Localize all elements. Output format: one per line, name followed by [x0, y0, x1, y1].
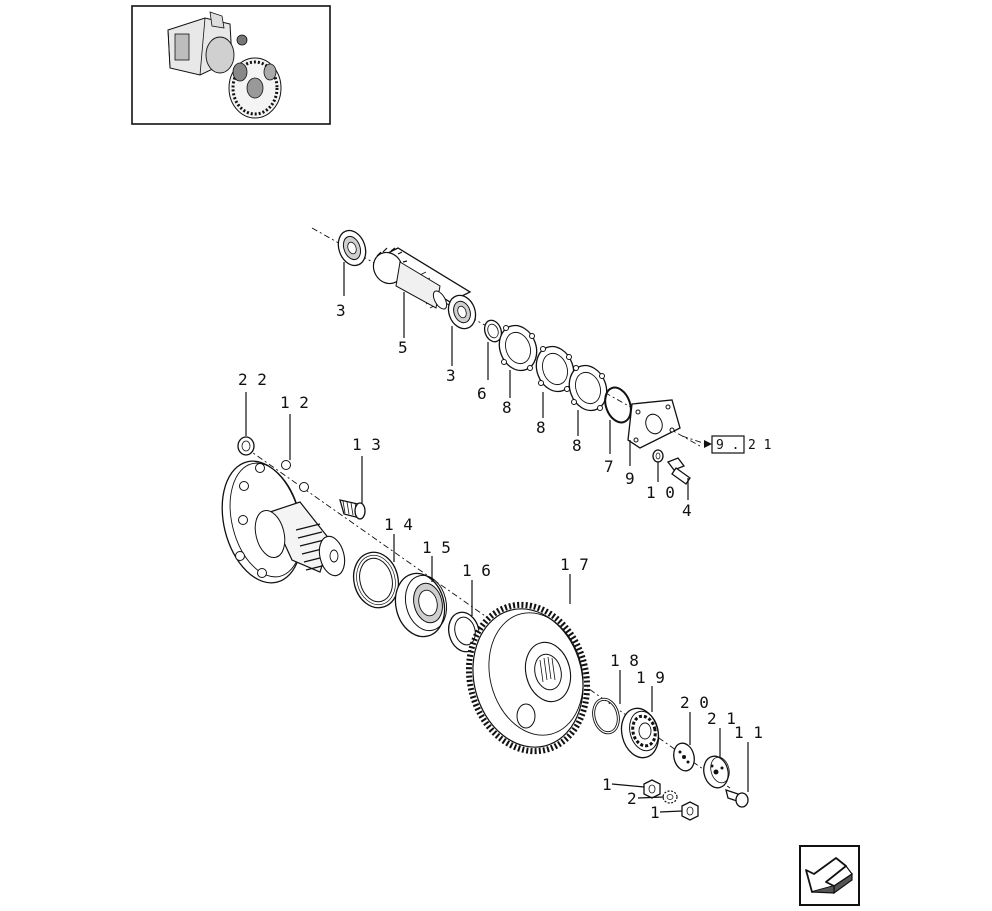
callout-8-b: 8 [536, 418, 546, 437]
reference-9-21[interactable]: 9 . 2 1 [681, 435, 771, 454]
callout-3-left: 3 [336, 301, 346, 320]
callout-4: 4 [682, 501, 692, 520]
part-1-nut-upper [643, 779, 661, 799]
assembly-thumbnail-icon[interactable] [131, 5, 331, 125]
callout-16: 1 6 [462, 561, 491, 580]
part-14-seal [352, 551, 400, 609]
part-8-shim-c [568, 364, 608, 412]
callout-9: 9 [625, 469, 635, 488]
part-3-bearing-left [337, 229, 367, 267]
part-1-nut-lower [681, 801, 699, 821]
callout-2: 2 [627, 789, 637, 808]
callout-18: 1 8 [610, 651, 639, 670]
part-12-wheel-hub [221, 460, 346, 584]
callout-numbers: 3 5 3 6 8 8 8 7 9 1 0 4 2 2 1 2 1 3 1 4 … [238, 301, 763, 822]
part-19-ball-bearing [620, 707, 660, 759]
callout-8-c: 8 [572, 436, 582, 455]
previous-page-arrow-icon[interactable] [799, 845, 860, 906]
callout-15: 1 5 [422, 538, 451, 557]
part-6-spacer-ring [483, 319, 503, 343]
part-4-bolt [666, 457, 691, 485]
part-20-thrust-washer [673, 742, 695, 772]
part-15-taper-bearing [394, 572, 448, 638]
part-7-o-ring [604, 386, 632, 424]
part-22-nut [237, 436, 255, 456]
callout-22: 2 2 [238, 370, 267, 389]
part-17-bull-gear [465, 601, 591, 755]
part-11-bolt [725, 789, 749, 808]
callout-12: 1 2 [280, 393, 309, 412]
part-8-shim-b [535, 345, 575, 393]
part-8-shim-a [498, 324, 538, 372]
callout-7: 7 [604, 457, 614, 476]
callout-11: 1 1 [734, 723, 763, 742]
callout-14: 1 4 [384, 515, 413, 534]
callout-1-upper: 1 [602, 775, 612, 794]
callout-21: 2 1 [707, 709, 736, 728]
part-5-pinion-shaft [372, 247, 472, 310]
callout-20: 2 0 [680, 693, 709, 712]
part-18-snap-ring [592, 697, 620, 735]
callout-3-right: 3 [446, 366, 456, 385]
part-3-bearing-right [447, 294, 477, 330]
svg-text:2 1: 2 1 [748, 438, 771, 453]
svg-text:9 .: 9 . [716, 438, 739, 453]
part-10-washer [652, 449, 664, 463]
callout-8-a: 8 [502, 398, 512, 417]
callout-17: 1 7 [560, 555, 589, 574]
callout-5: 5 [398, 338, 408, 357]
part-9-cover-plate [627, 399, 681, 449]
callout-6: 6 [477, 384, 487, 403]
part-21-end-cap [703, 755, 730, 789]
part-2-lock-washer [662, 790, 678, 804]
callout-13: 1 3 [352, 435, 381, 454]
part-13-wheel-stud [339, 499, 366, 520]
callout-19: 1 9 [636, 668, 665, 687]
callout-10: 1 0 [646, 483, 675, 502]
leader-lines [245, 262, 749, 813]
callout-1-lower: 1 [650, 803, 660, 822]
